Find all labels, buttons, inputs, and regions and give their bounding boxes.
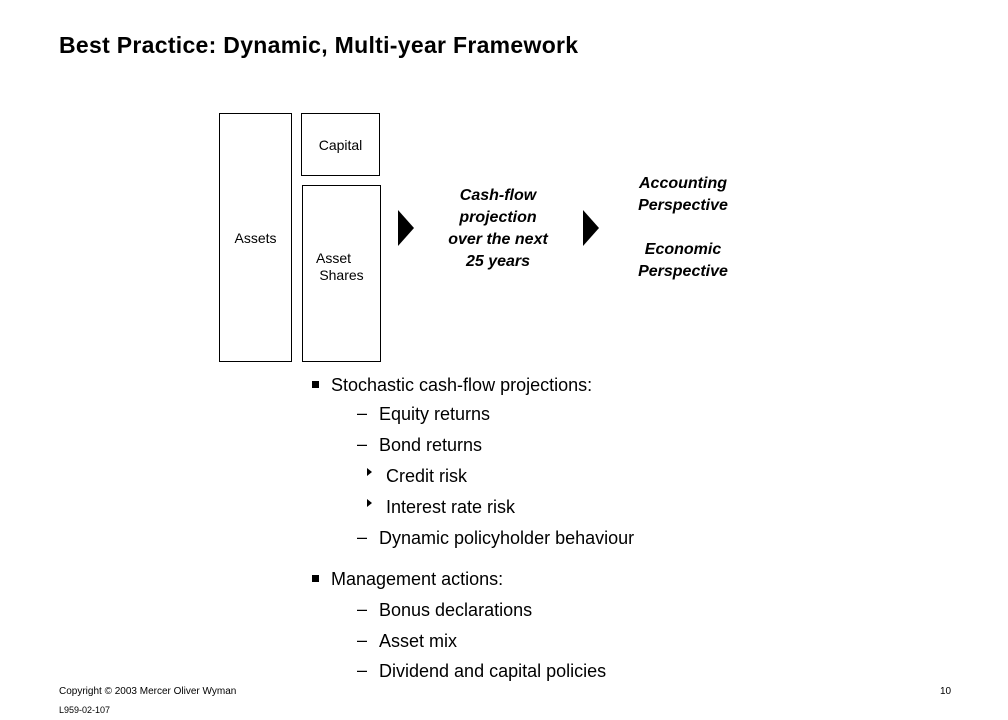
dash-bullet-icon: – <box>357 527 368 547</box>
square-bullet-icon <box>312 381 319 388</box>
assets-box: Assets <box>219 113 292 362</box>
capital-box: Capital <box>301 113 380 176</box>
bullet-bond: Bond returns <box>379 435 483 455</box>
bullet-dividend: Dividend and capital policies <box>379 661 607 681</box>
bullet-policyholder: Dynamic policyholder behaviour <box>379 528 635 548</box>
projection-line-2: projection <box>459 209 537 226</box>
cash-flow-projection-label: Cash-flow projection over the next 25 ye… <box>428 185 568 273</box>
bullet-bonus: Bonus declarations <box>379 600 533 620</box>
accounting-perspective-label: Accounting Perspective <box>613 173 753 217</box>
footer-copyright: Copyright © 2003 Mercer Oliver Wyman <box>59 686 237 697</box>
assets-label: Assets <box>234 229 277 246</box>
dash-bullet-icon: – <box>357 630 368 650</box>
capital-label: Capital <box>318 136 363 153</box>
dash-bullet-icon: – <box>357 403 368 423</box>
triangle-bullet-icon <box>367 468 372 476</box>
bullet-interest: Interest rate risk <box>386 497 516 517</box>
bullet-credit: Credit risk <box>386 466 468 486</box>
asset-shares-box: Asset Shares <box>302 185 381 362</box>
bullet-stochastic: Stochastic cash-flow projections: <box>331 375 593 395</box>
asset-shares-line1: Asset <box>315 249 351 266</box>
economic-perspective-label: Economic Perspective <box>613 239 753 283</box>
projection-line-4: 25 years <box>465 253 531 270</box>
dash-bullet-icon: – <box>357 434 368 454</box>
projection-line-1: Cash-flow <box>459 187 537 204</box>
triangle-bullet-icon <box>367 499 372 507</box>
dash-bullet-icon: – <box>357 660 368 680</box>
bullet-management: Management actions: <box>331 569 504 589</box>
accounting-line-2: Perspective <box>638 197 728 214</box>
bullet-asset-mix: Asset mix <box>379 631 458 651</box>
bullet-equity: Equity returns <box>379 404 491 424</box>
asset-shares-line2: Shares <box>319 266 364 283</box>
projection-line-3: over the next <box>448 231 548 248</box>
arrow-right-icon <box>398 210 414 246</box>
arrow-right-icon <box>583 210 599 246</box>
accounting-line-1: Accounting <box>639 175 727 192</box>
footer-doc-code: L959-02-107 <box>59 705 111 715</box>
page-title: Best Practice: Dynamic, Multi-year Frame… <box>59 32 579 58</box>
economic-line-1: Economic <box>644 241 722 258</box>
square-bullet-icon <box>312 575 319 582</box>
dash-bullet-icon: – <box>357 599 368 619</box>
economic-line-2: Perspective <box>638 263 728 280</box>
footer-page-number: 10 <box>940 686 952 697</box>
